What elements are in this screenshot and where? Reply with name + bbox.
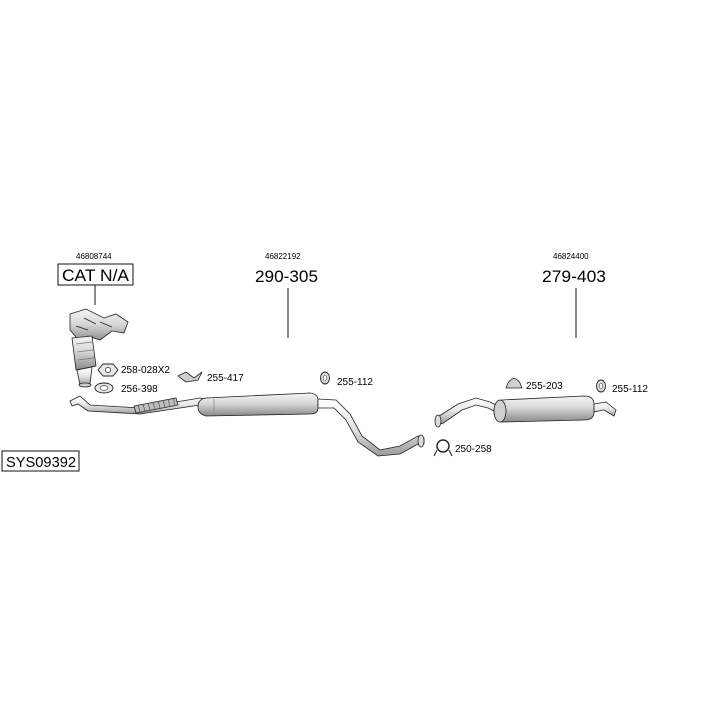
fitting-gasket: 256-398 <box>94 382 158 395</box>
fitting-hanger: 255-203 <box>505 378 563 392</box>
rubber-hanger-icon <box>177 371 203 383</box>
centre-silencer-group: 46822192 290-305 <box>69 252 425 457</box>
fitting-label: 255-112 <box>612 384 648 395</box>
part-number-label: 290-305 <box>255 267 318 286</box>
oe-number: 46808744 <box>76 252 112 261</box>
system-code-box: SYS09392 <box>1 450 80 472</box>
part-number-label: CAT N/A <box>62 266 130 285</box>
part-number-label: 279-403 <box>542 267 606 286</box>
fitting-label: 255-203 <box>526 381 563 392</box>
fitting-label: 256-398 <box>121 384 158 395</box>
fitting-nut: 258-028X2 <box>97 363 170 377</box>
fitting-ring-hanger: 255-112 <box>596 379 648 395</box>
catalytic-converter-drawing <box>69 308 129 388</box>
fitting-ring-hanger: 255-112 <box>320 371 373 388</box>
catalytic-converter-group: 46808744 CAT N/A <box>57 252 134 388</box>
fitting-hanger: 255-417 <box>177 371 244 384</box>
rear-silencer-drawing <box>434 395 617 428</box>
front-pipe-and-centre-silencer-drawing <box>69 392 425 457</box>
system-code: SYS09392 <box>6 454 76 471</box>
oe-number: 46824400 <box>553 252 589 261</box>
fitting-clamp: 250-258 <box>433 439 492 457</box>
oe-number: 46822192 <box>265 252 301 261</box>
fitting-label: 255-417 <box>207 373 244 384</box>
rear-silencer-group: 46824400 279-403 <box>434 252 617 428</box>
pipe-clamp-icon <box>436 439 450 453</box>
fitting-label: 258-028X2 <box>121 365 170 376</box>
fitting-label: 255-112 <box>337 377 373 388</box>
fitting-label: 250-258 <box>455 444 492 455</box>
rubber-hanger-icon <box>505 378 523 389</box>
